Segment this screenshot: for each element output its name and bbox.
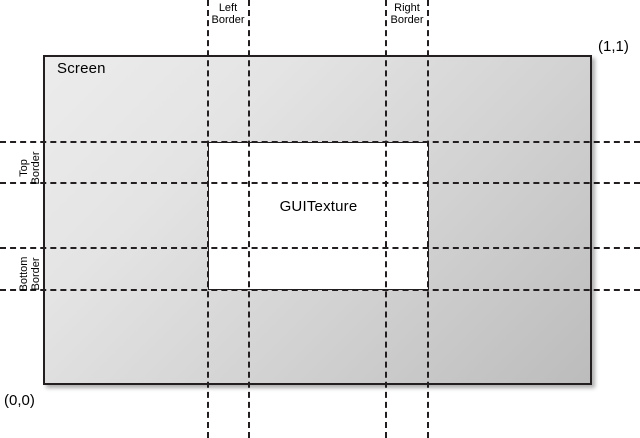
screen-label: Screen: [57, 60, 106, 77]
guide-line-top-border-inner: [0, 182, 640, 184]
top-border-label: Top Border: [18, 151, 42, 185]
guide-line-left-border-outer: [207, 0, 209, 438]
guide-line-bottom-border-outer: [0, 289, 640, 291]
coordinate-top-right: (1,1): [598, 38, 629, 55]
guide-line-left-border-inner: [248, 0, 250, 438]
bottom-border-label: Bottom Border: [18, 256, 42, 292]
guide-line-bottom-border-inner: [0, 247, 640, 249]
guide-line-top-border-outer: [0, 141, 640, 143]
right-border-label: Right Border: [390, 2, 424, 26]
left-border-label: Left Border: [211, 2, 245, 26]
coordinate-bottom-left: (0,0): [4, 392, 35, 409]
guide-line-right-border-inner: [385, 0, 387, 438]
guitexture-rectangle: [208, 142, 429, 290]
guide-line-right-border-outer: [427, 0, 429, 438]
guitexture-label: GUITexture: [279, 198, 358, 215]
